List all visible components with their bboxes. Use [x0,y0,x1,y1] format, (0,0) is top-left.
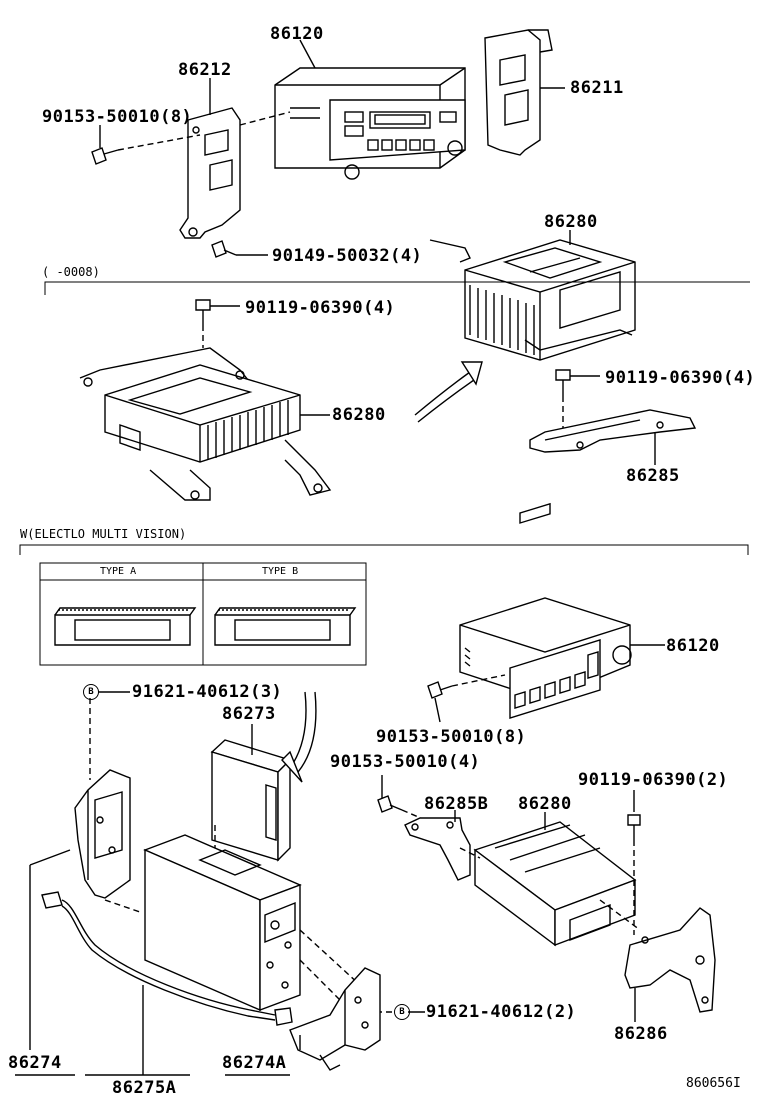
figure-id: 860656I [686,1076,741,1091]
label-86280-right: 86280 [544,212,598,232]
bracket-86212 [179,107,241,239]
label-90153-low: 90153-50010(8) [376,727,527,747]
screw-90119-2 [627,814,641,840]
bracket-86286 [624,907,716,1013]
screw-90153-top [91,147,119,165]
date-range-note: ( -0008) [42,265,100,279]
type-b-header: TYPE B [262,566,299,577]
amplifier-86280-right [429,239,636,361]
circle-b-marker-top: B [83,684,99,700]
label-86120-low: 86120 [666,636,720,656]
label-86211: 86211 [570,78,624,98]
head-unit-buttons [367,139,435,151]
variant-note: W(ELECTLO MULTI VISION) [20,527,187,541]
circle-b-marker-bottom: B [394,1004,410,1020]
label-86286: 86286 [614,1024,668,1044]
screw-90153-low [427,681,453,699]
label-86274: 86274 [8,1053,62,1073]
curved-arrow [281,691,317,783]
screw-90149 [211,240,237,258]
type-table [39,562,367,666]
bracket-86274 [74,769,131,899]
bracket-86285 [529,409,697,453]
amplifier-fins-mid [207,400,289,460]
amplifier-86280-low [473,821,637,947]
label-86285: 86285 [626,466,680,486]
multivision-unit [143,834,302,1012]
label-86273: 86273 [222,704,276,724]
type-a-module [54,607,197,646]
label-90119-2: 90119-06390(2) [578,770,729,790]
label-90153-top: 90153-50010(8) [42,107,193,127]
amplifier-fins [469,285,535,355]
head-unit-86120-low [459,502,632,719]
label-90119-right: 90119-06390(4) [605,368,756,388]
transition-arrow [414,361,483,423]
label-86280-mid: 86280 [332,405,386,425]
screw-90119-right [555,369,571,396]
label-86280-low: 86280 [518,794,572,814]
label-91621-2: 91621-40612(2) [426,1002,577,1022]
label-90149: 90149-50032(4) [272,246,423,266]
wire-harness-86275A [41,891,293,1026]
label-86212: 86212 [178,60,232,80]
bracket-86211 [484,29,553,156]
module-86273 [210,739,292,862]
label-86274A: 86274A [222,1053,287,1073]
label-86120-top: 86120 [270,24,324,44]
label-90119-left: 90119-06390(4) [245,298,396,318]
screw-90119-left [195,299,211,325]
head-unit-86120-top [274,67,466,180]
type-b-module [214,607,357,646]
screw-90153-4 [377,795,403,813]
amplifier-86280-mid [79,347,332,501]
type-a-header: TYPE A [100,566,137,577]
leader-86120-top [299,39,316,69]
label-86285B: 86285B [424,794,489,814]
label-91621-3: 91621-40612(3) [132,682,283,702]
label-86275A: 86275A [112,1078,177,1098]
bracket-86274A [289,967,381,1071]
label-90153-4: 90153-50010(4) [330,752,481,772]
bracket-86285B [404,817,471,881]
